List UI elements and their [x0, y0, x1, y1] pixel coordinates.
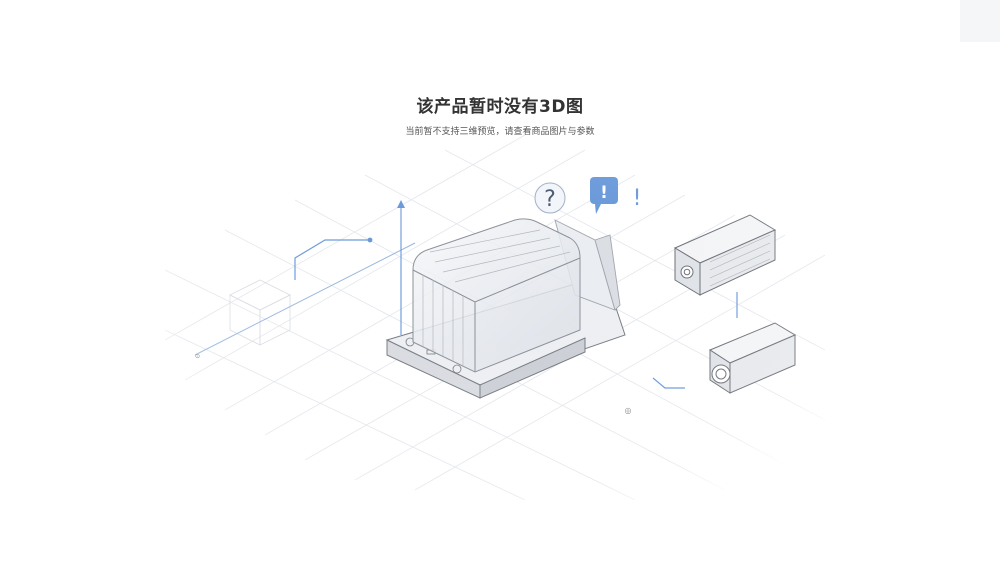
empty-state-title: 该产品暂时没有3D图 [416, 97, 584, 117]
empty-illustration: ⊙ [165, 80, 835, 500]
corner-panel [960, 0, 1000, 42]
empty-state-subtitle: 当前暂不支持三维预览，请查看商品图片与参数 [405, 127, 595, 137]
